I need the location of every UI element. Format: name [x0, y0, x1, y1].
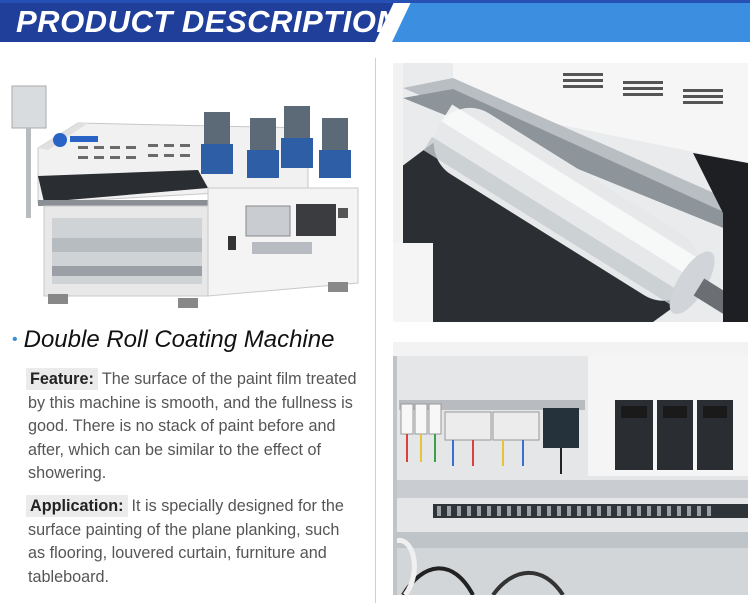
header-banner: PRODUCT DESCRIPTION	[0, 0, 750, 42]
banner-top-edge	[0, 0, 750, 3]
product-title-text: Double Roll Coating Machine	[23, 326, 335, 353]
electrical-control-cabinet-photo	[393, 342, 748, 595]
application-label: Application:	[26, 495, 128, 517]
application-text: It is specially designed for the surface…	[28, 497, 344, 586]
title-bullet: •	[12, 331, 18, 348]
application-paragraph: Application:It is specially designed for…	[26, 495, 358, 589]
banner-dark-band	[0, 0, 405, 42]
feature-paragraph: Feature:The surface of the paint film tr…	[26, 368, 358, 486]
feature-label: Feature:	[26, 368, 98, 390]
double-roll-coating-machine-photo	[8, 78, 368, 314]
product-title: • Double Roll Coating Machine	[12, 326, 372, 354]
vertical-divider	[375, 58, 376, 603]
banner-white-stripe	[375, 0, 412, 42]
coating-roller-closeup-photo	[393, 63, 748, 322]
banner-title: PRODUCT DESCRIPTION	[16, 4, 400, 39]
banner-background	[0, 0, 750, 42]
banner-light-band	[392, 0, 750, 42]
feature-text: The surface of the paint film treated by…	[28, 370, 357, 482]
